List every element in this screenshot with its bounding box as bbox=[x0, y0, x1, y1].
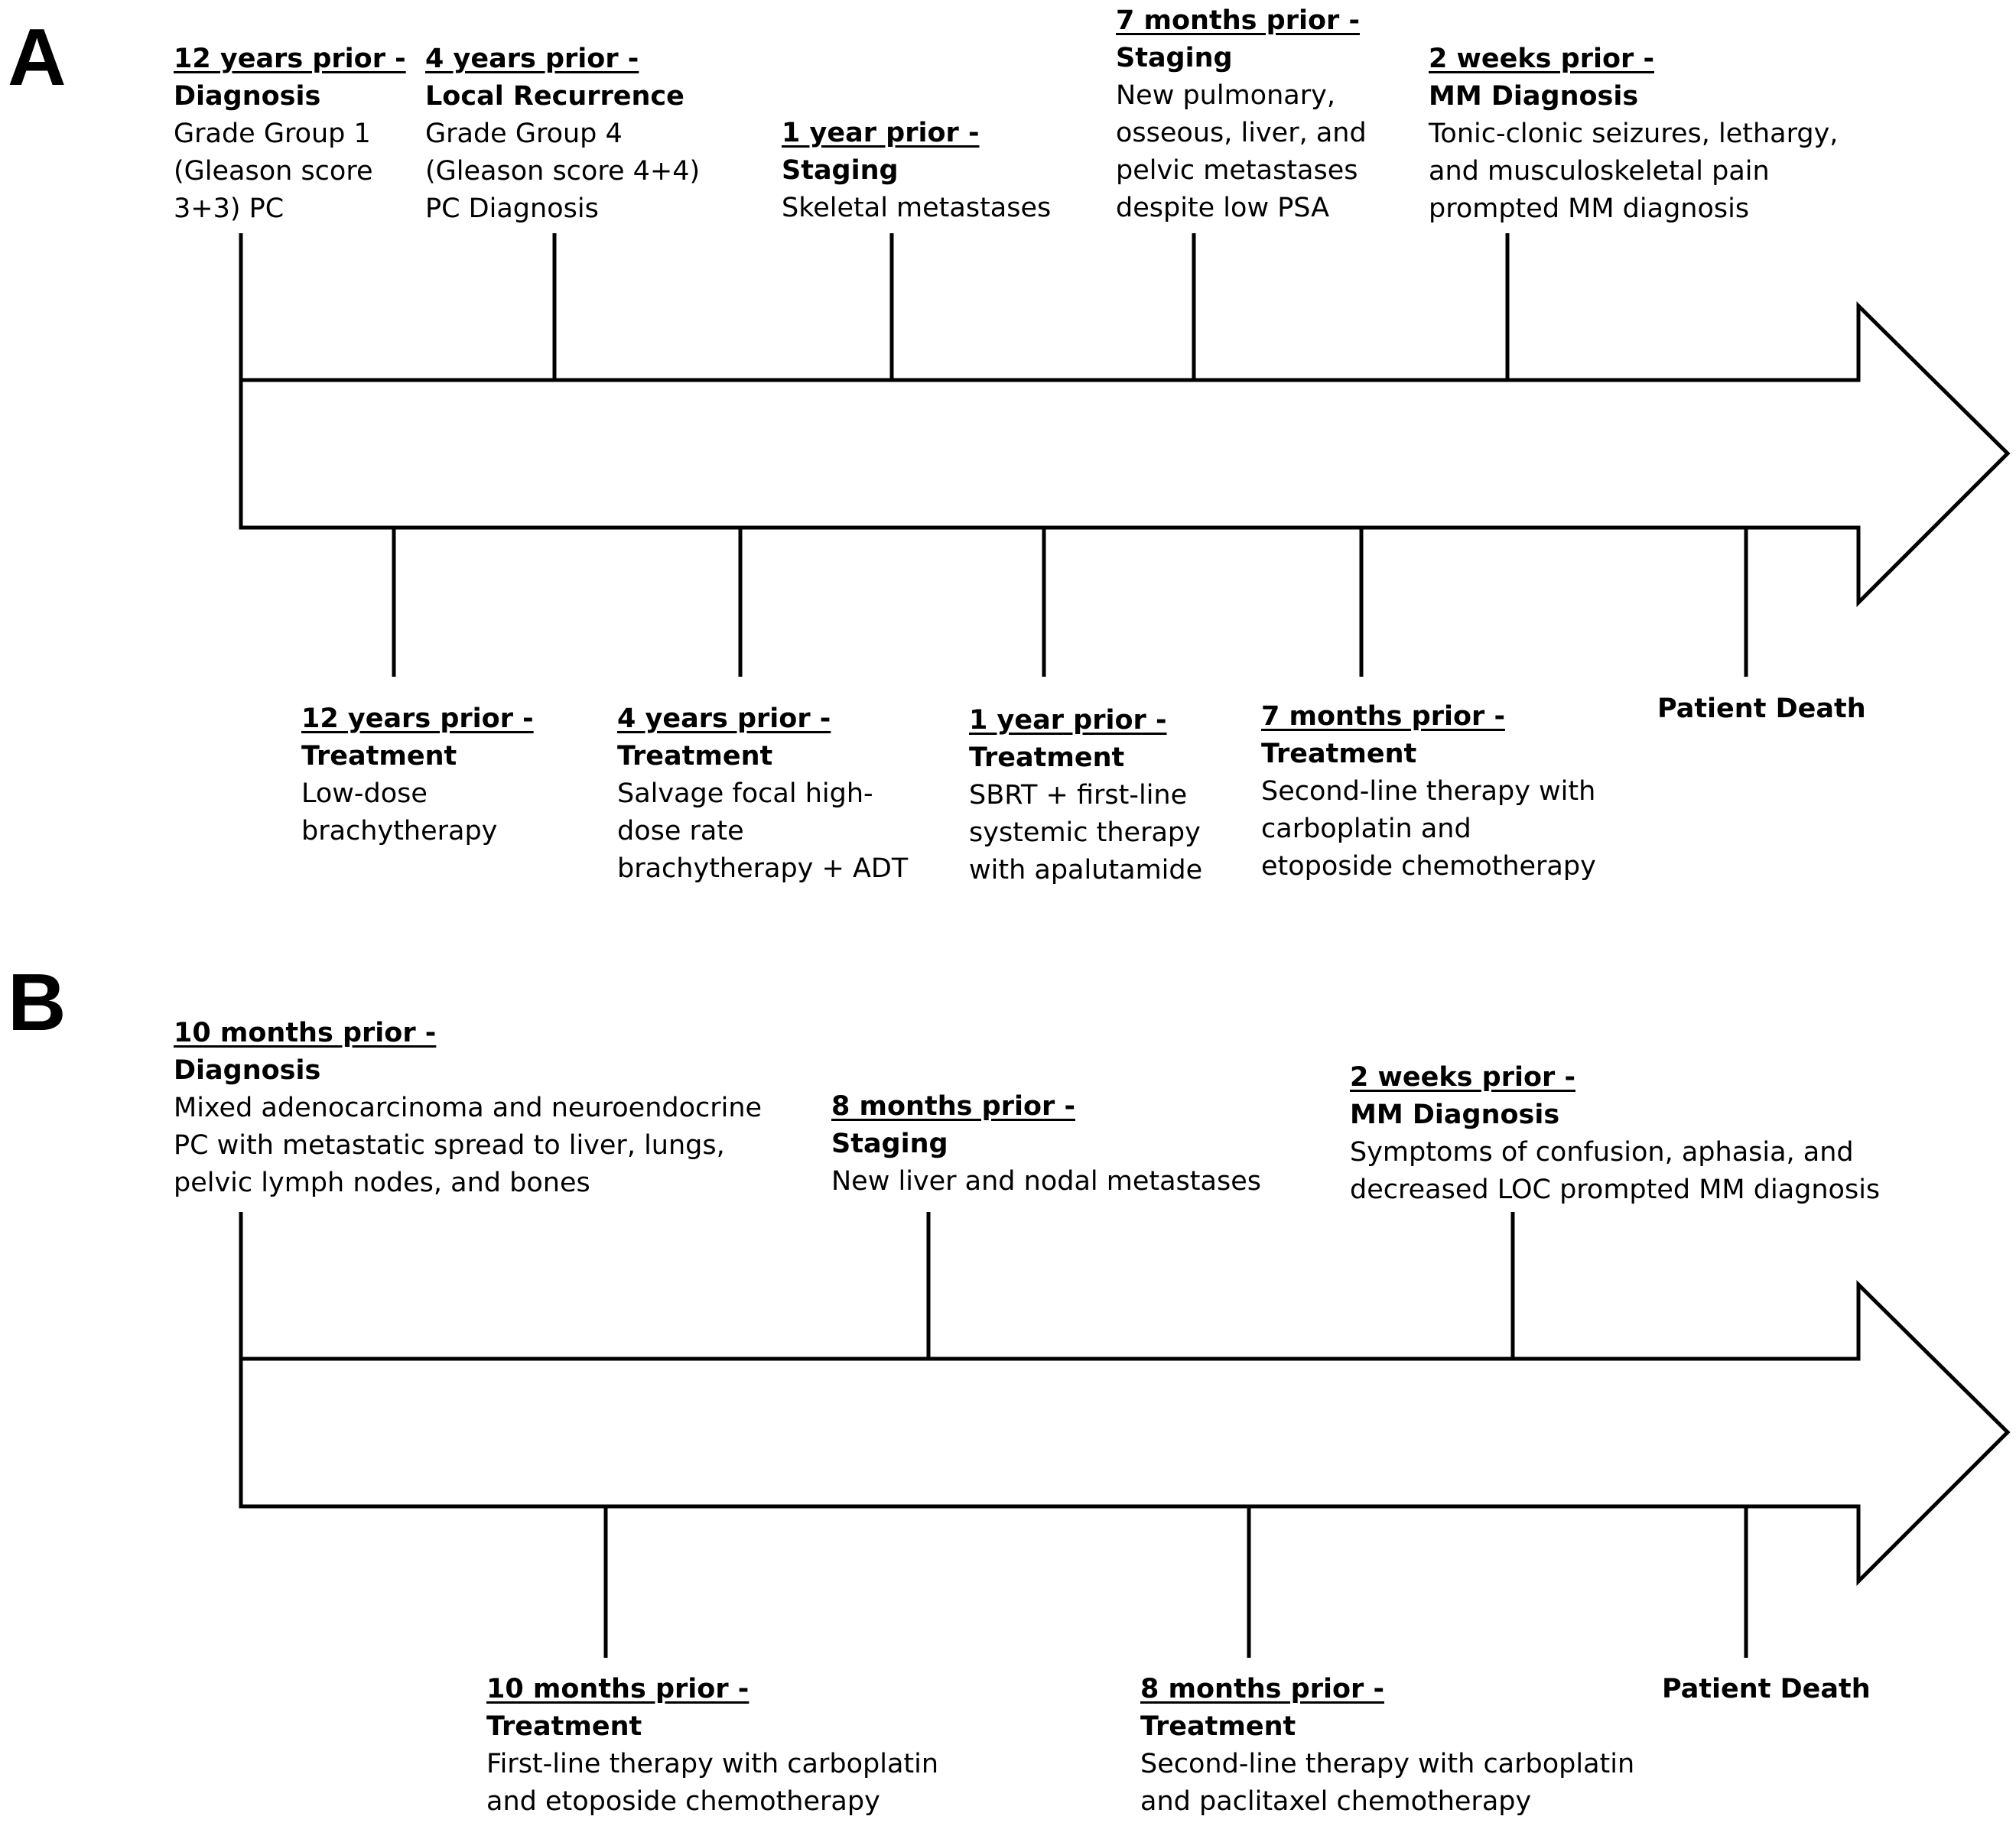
event-a-treatment-3: 1 year prior - Treatment SBRT + first-li… bbox=[969, 702, 1202, 889]
event-time: 2 weeks prior - bbox=[1429, 44, 1654, 74]
event-text: Grade Group 4 bbox=[425, 119, 623, 149]
event-text: New liver and nodal metastases bbox=[831, 1166, 1261, 1197]
event-text: pelvic lymph nodes, and bones bbox=[174, 1168, 590, 1198]
event-text: osseous, liver, and bbox=[1116, 118, 1367, 148]
event-text: brachytherapy + ADT bbox=[617, 853, 909, 884]
event-time: 8 months prior - bbox=[831, 1091, 1075, 1122]
event-b-patient-death: Patient Death bbox=[1662, 1674, 1871, 1704]
event-b-diagnosis: 10 months prior - Diagnosis Mixed adenoc… bbox=[174, 1015, 762, 1202]
event-text: Grade Group 1 bbox=[174, 119, 371, 149]
event-text: New pulmonary, bbox=[1116, 80, 1335, 111]
event-time: 1 year prior - bbox=[782, 118, 980, 148]
event-text: prompted MM diagnosis bbox=[1429, 193, 1750, 224]
event-text: and paclitaxel chemotherapy bbox=[1140, 1786, 1532, 1817]
event-text: dose rate bbox=[617, 816, 744, 846]
event-text: PC with metastatic spread to liver, lung… bbox=[174, 1130, 725, 1161]
event-text: (Gleason score bbox=[174, 156, 373, 187]
event-text: decreased LOC prompted MM diagnosis bbox=[1350, 1175, 1881, 1205]
event-a-treatment-1: 12 years prior - Treatment Low-dose brac… bbox=[301, 700, 534, 850]
event-type: Diagnosis bbox=[174, 1055, 321, 1086]
event-text: SBRT + first-line bbox=[969, 780, 1188, 811]
event-text: Symptoms of confusion, aphasia, and bbox=[1350, 1137, 1854, 1168]
event-time: 7 months prior - bbox=[1261, 701, 1505, 732]
event-text: PC Diagnosis bbox=[425, 193, 599, 224]
event-b-mm-diagnosis: 2 weeks prior - MM Diagnosis Symptoms of… bbox=[1350, 1059, 1880, 1209]
event-text: systemic therapy bbox=[969, 817, 1201, 848]
event-text: Second-line therapy with carboplatin bbox=[1140, 1749, 1635, 1779]
event-type: Treatment bbox=[486, 1711, 642, 1742]
event-type: Diagnosis bbox=[174, 81, 321, 112]
event-type: Staging bbox=[831, 1129, 948, 1159]
event-type: Staging bbox=[782, 155, 899, 186]
event-text: Mixed adenocarcinoma and neuroendocrine bbox=[174, 1093, 763, 1123]
event-text: etoposide chemotherapy bbox=[1261, 851, 1596, 882]
event-text: despite low PSA bbox=[1116, 193, 1330, 223]
panel-letter-a: A bbox=[8, 12, 67, 102]
event-a-patient-death: Patient Death bbox=[1657, 694, 1866, 724]
event-a-local-recurrence: 4 years prior - Local Recurrence Grade G… bbox=[425, 41, 700, 228]
event-time: 10 months prior - bbox=[486, 1674, 749, 1704]
event-b-treatment-2: 8 months prior - Treatment Second-line t… bbox=[1140, 1671, 1634, 1821]
event-time: 1 year prior - bbox=[969, 705, 1167, 736]
event-a-staging-1: 1 year prior - Staging Skeletal metastas… bbox=[782, 115, 1051, 227]
event-type: Treatment bbox=[301, 741, 457, 772]
event-text: 3+3) PC bbox=[174, 193, 285, 224]
event-a-treatment-4: 7 months prior - Treatment Second-line t… bbox=[1261, 698, 1596, 885]
event-a-treatment-2: 4 years prior - Treatment Salvage focal … bbox=[617, 700, 908, 888]
event-time: 12 years prior - bbox=[174, 44, 406, 74]
event-type: Treatment bbox=[1261, 739, 1417, 769]
event-time: 12 years prior - bbox=[301, 703, 534, 734]
event-text: Second-line therapy with bbox=[1261, 776, 1596, 807]
event-text: Low-dose bbox=[301, 778, 428, 809]
event-type: Treatment bbox=[617, 741, 773, 772]
event-time: 4 years prior - bbox=[425, 44, 639, 74]
event-time: 7 months prior - bbox=[1116, 5, 1360, 36]
event-b-treatment-1: 10 months prior - Treatment First-line t… bbox=[486, 1671, 938, 1821]
event-text: with apalutamide bbox=[969, 855, 1203, 885]
event-text: carboplatin and bbox=[1261, 814, 1471, 844]
timeline-arrow-b bbox=[239, 1280, 2011, 1587]
timeline-arrow-a bbox=[239, 301, 2011, 608]
event-type: MM Diagnosis bbox=[1429, 81, 1639, 112]
event-a-diagnosis: 12 years prior - Diagnosis Grade Group 1… bbox=[174, 41, 406, 228]
event-text: and musculoskeletal pain bbox=[1429, 156, 1770, 187]
event-text: pelvic metastases bbox=[1116, 155, 1358, 186]
event-b-staging: 8 months prior - Staging New liver and n… bbox=[831, 1088, 1261, 1201]
event-time: 8 months prior - bbox=[1140, 1674, 1384, 1704]
event-text: brachytherapy bbox=[301, 816, 498, 846]
event-text: First-line therapy with carboplatin bbox=[486, 1749, 939, 1779]
event-text: Skeletal metastases bbox=[782, 193, 1052, 223]
event-type: MM Diagnosis bbox=[1350, 1100, 1560, 1130]
event-text: and etoposide chemotherapy bbox=[486, 1786, 880, 1817]
event-text: Tonic-clonic seizures, lethargy, bbox=[1429, 119, 1839, 149]
event-type: Treatment bbox=[969, 742, 1125, 773]
event-text: (Gleason score 4+4) bbox=[425, 156, 701, 187]
event-type: Treatment bbox=[1140, 1711, 1296, 1742]
panel-letter-b: B bbox=[8, 957, 67, 1048]
event-a-staging-2: 7 months prior - Staging New pulmonary, … bbox=[1116, 2, 1367, 227]
event-type: Local Recurrence bbox=[425, 81, 684, 112]
event-a-mm-diagnosis: 2 weeks prior - MM Diagnosis Tonic-cloni… bbox=[1429, 41, 1838, 228]
event-type: Staging bbox=[1116, 43, 1233, 73]
event-time: 2 weeks prior - bbox=[1350, 1062, 1575, 1093]
event-text: Salvage focal high- bbox=[617, 778, 873, 809]
event-time: 4 years prior - bbox=[617, 703, 831, 734]
event-time: 10 months prior - bbox=[174, 1018, 437, 1048]
